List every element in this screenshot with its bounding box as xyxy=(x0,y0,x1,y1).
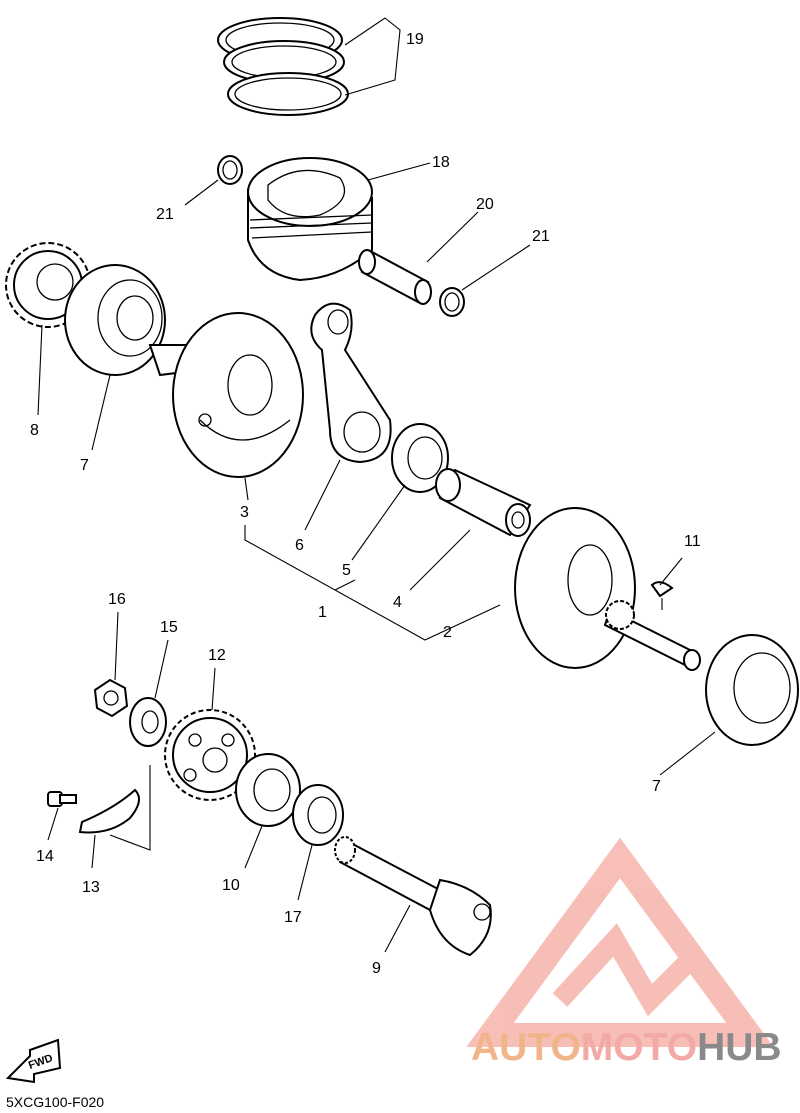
callout-numbers: 19 18 21 20 21 8 7 3 6 5 1 4 2 11 7 16 1… xyxy=(30,31,701,977)
diagram-code: 5XCG100-F020 xyxy=(6,1094,105,1110)
watermark-hub: HUB xyxy=(697,1026,782,1069)
crank-pin xyxy=(435,468,532,537)
bearing-balancer xyxy=(235,753,301,827)
balancer-shaft xyxy=(334,836,492,957)
watermark-moto: MOTO xyxy=(580,1026,698,1069)
callout-4: 4 xyxy=(393,594,402,611)
callout-17: 17 xyxy=(284,909,302,926)
callout-2: 2 xyxy=(443,624,452,641)
needle-bearing-balancer xyxy=(292,784,344,846)
circlip-lower xyxy=(439,287,465,317)
watermark-auto: AUTO xyxy=(471,1026,581,1069)
callout-21-upper: 21 xyxy=(156,206,174,223)
callout-11: 11 xyxy=(684,533,701,550)
callout-10: 10 xyxy=(222,877,240,894)
piston-rings xyxy=(217,17,349,116)
callout-1: 1 xyxy=(318,604,327,621)
bolt xyxy=(47,791,77,807)
callout-21-lower: 21 xyxy=(532,228,550,245)
callout-9: 9 xyxy=(372,960,381,977)
needle-bearing xyxy=(391,423,449,493)
woodruff-key xyxy=(650,581,674,598)
plate xyxy=(78,788,140,834)
circlip-upper xyxy=(217,155,243,185)
washer xyxy=(129,697,167,747)
bearing-upper xyxy=(64,264,166,376)
callout-20: 20 xyxy=(476,196,494,213)
watermark-logo-triangle xyxy=(466,837,774,1047)
callout-14: 14 xyxy=(36,848,54,865)
crank-right-half xyxy=(514,507,701,671)
crank-left-half xyxy=(148,312,304,478)
callout-13: 13 xyxy=(82,879,100,896)
nut xyxy=(93,678,129,718)
callout-18: 18 xyxy=(432,154,450,171)
callout-19: 19 xyxy=(406,31,424,48)
callout-8: 8 xyxy=(30,422,39,439)
callout-16: 16 xyxy=(108,591,126,608)
callout-15: 15 xyxy=(160,619,178,636)
connecting-rod xyxy=(310,302,392,464)
piston-pin xyxy=(358,249,432,305)
callout-6: 6 xyxy=(295,537,304,554)
bearing-lower xyxy=(705,634,799,746)
fwd-arrow-icon: FWD xyxy=(5,1038,62,1084)
watermark-text: AUTOMOTOHUB xyxy=(471,1026,782,1070)
balancer-drive-gear xyxy=(164,709,256,801)
callout-12: 12 xyxy=(208,647,226,664)
callout-7-lower: 7 xyxy=(652,778,661,795)
leader-lines xyxy=(37,17,716,953)
callout-3: 3 xyxy=(240,504,249,521)
piston xyxy=(247,157,373,282)
callout-7-upper: 7 xyxy=(80,457,89,474)
callout-5: 5 xyxy=(342,562,351,579)
